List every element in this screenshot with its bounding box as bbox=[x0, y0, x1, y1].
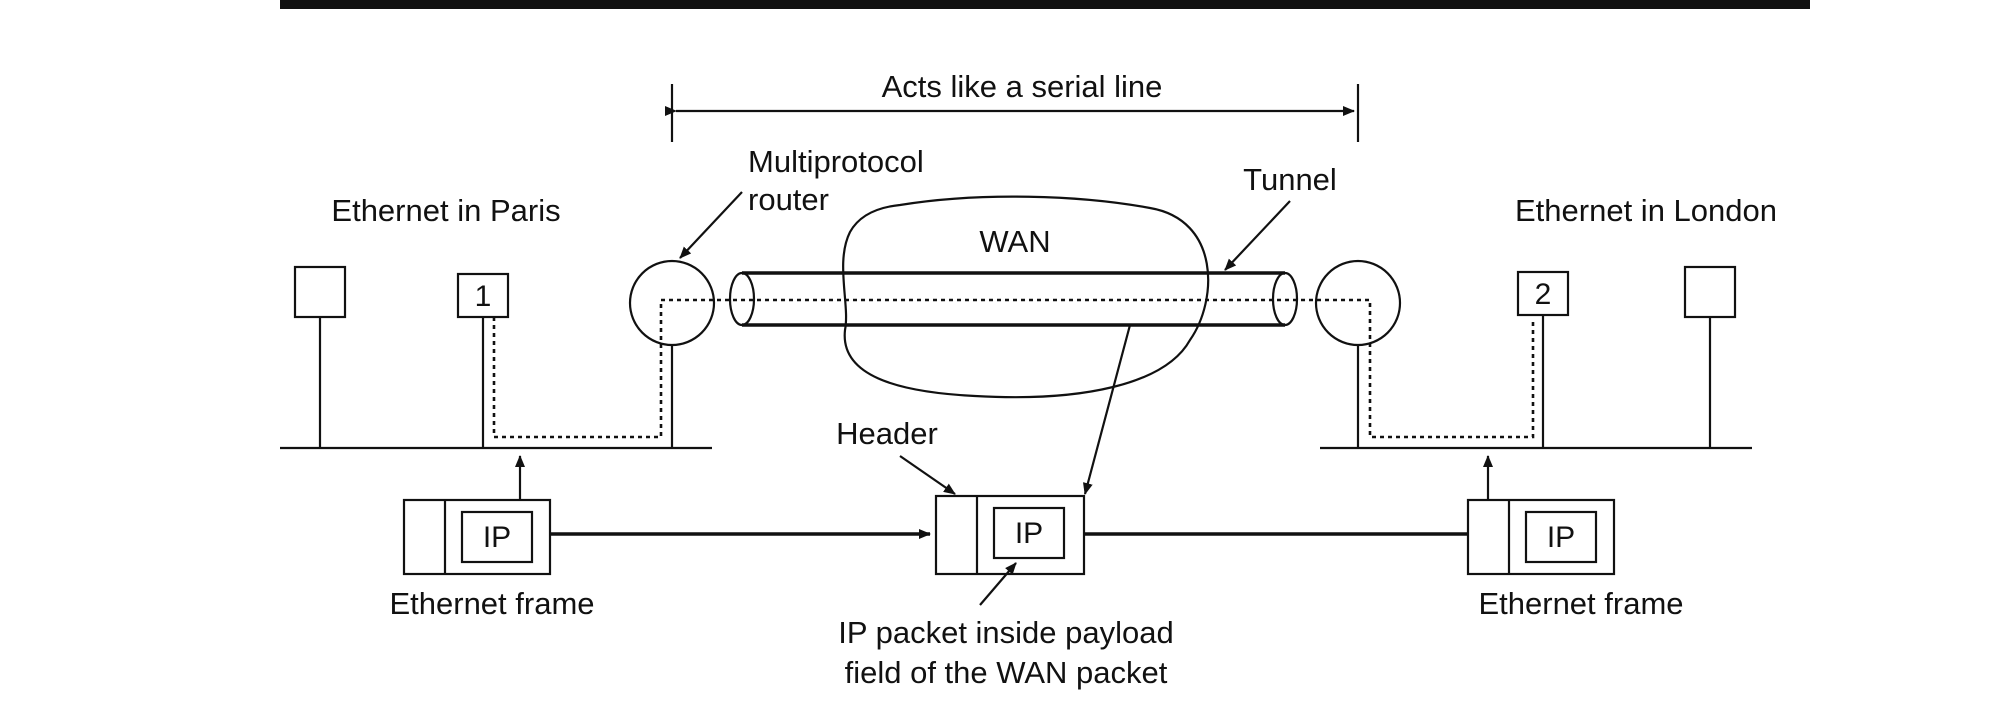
host-1-label: 1 bbox=[475, 280, 492, 313]
ip-label-middle: IP bbox=[1015, 517, 1043, 550]
tunnel-to-packet-arrow bbox=[1082, 324, 1132, 495]
router-london bbox=[1314, 259, 1402, 347]
packet-caption-line2: field of the WAN packet bbox=[845, 655, 1168, 690]
paris-host-a bbox=[293, 265, 347, 319]
tunnel-pipe bbox=[728, 271, 1299, 327]
packet-path bbox=[492, 298, 1535, 439]
wan-packet bbox=[934, 494, 1086, 576]
ethernet-frame-right bbox=[1466, 498, 1616, 576]
frame-left-label: Ethernet frame bbox=[389, 586, 594, 621]
paris-host-1 bbox=[456, 272, 510, 319]
wan-label: WAN bbox=[979, 224, 1050, 259]
frame-right-label: Ethernet frame bbox=[1478, 586, 1683, 621]
tunnel-label: Tunnel bbox=[1243, 162, 1337, 197]
serial-line-span: Acts like a serial line bbox=[665, 69, 1360, 142]
paris-ethernet bbox=[280, 265, 712, 450]
ip-label-left: IP bbox=[483, 521, 511, 554]
serial-line-label: Acts like a serial line bbox=[882, 69, 1163, 104]
tunnel-pointer-arrow bbox=[1224, 200, 1291, 271]
router-pointer-arrow bbox=[679, 191, 743, 259]
london-ethernet bbox=[1320, 265, 1752, 450]
host-2-label: 2 bbox=[1535, 278, 1552, 311]
london-host-b bbox=[1683, 265, 1737, 319]
router-label-line2: router bbox=[748, 182, 829, 217]
paris-label: Ethernet in Paris bbox=[331, 193, 560, 228]
header-label: Header bbox=[836, 416, 938, 451]
payload-pointer-arrow bbox=[979, 562, 1017, 606]
london-label: Ethernet in London bbox=[1515, 193, 1777, 228]
cropped-heading-fragment bbox=[280, 0, 1810, 9]
router-paris bbox=[628, 259, 716, 347]
router-label-line1: Multiprotocol bbox=[748, 144, 924, 179]
packet-caption-line1: IP packet inside payload bbox=[838, 615, 1174, 650]
header-pointer-arrow bbox=[899, 455, 956, 495]
ip-label-right: IP bbox=[1547, 521, 1575, 554]
ethernet-frame-left bbox=[402, 498, 552, 576]
